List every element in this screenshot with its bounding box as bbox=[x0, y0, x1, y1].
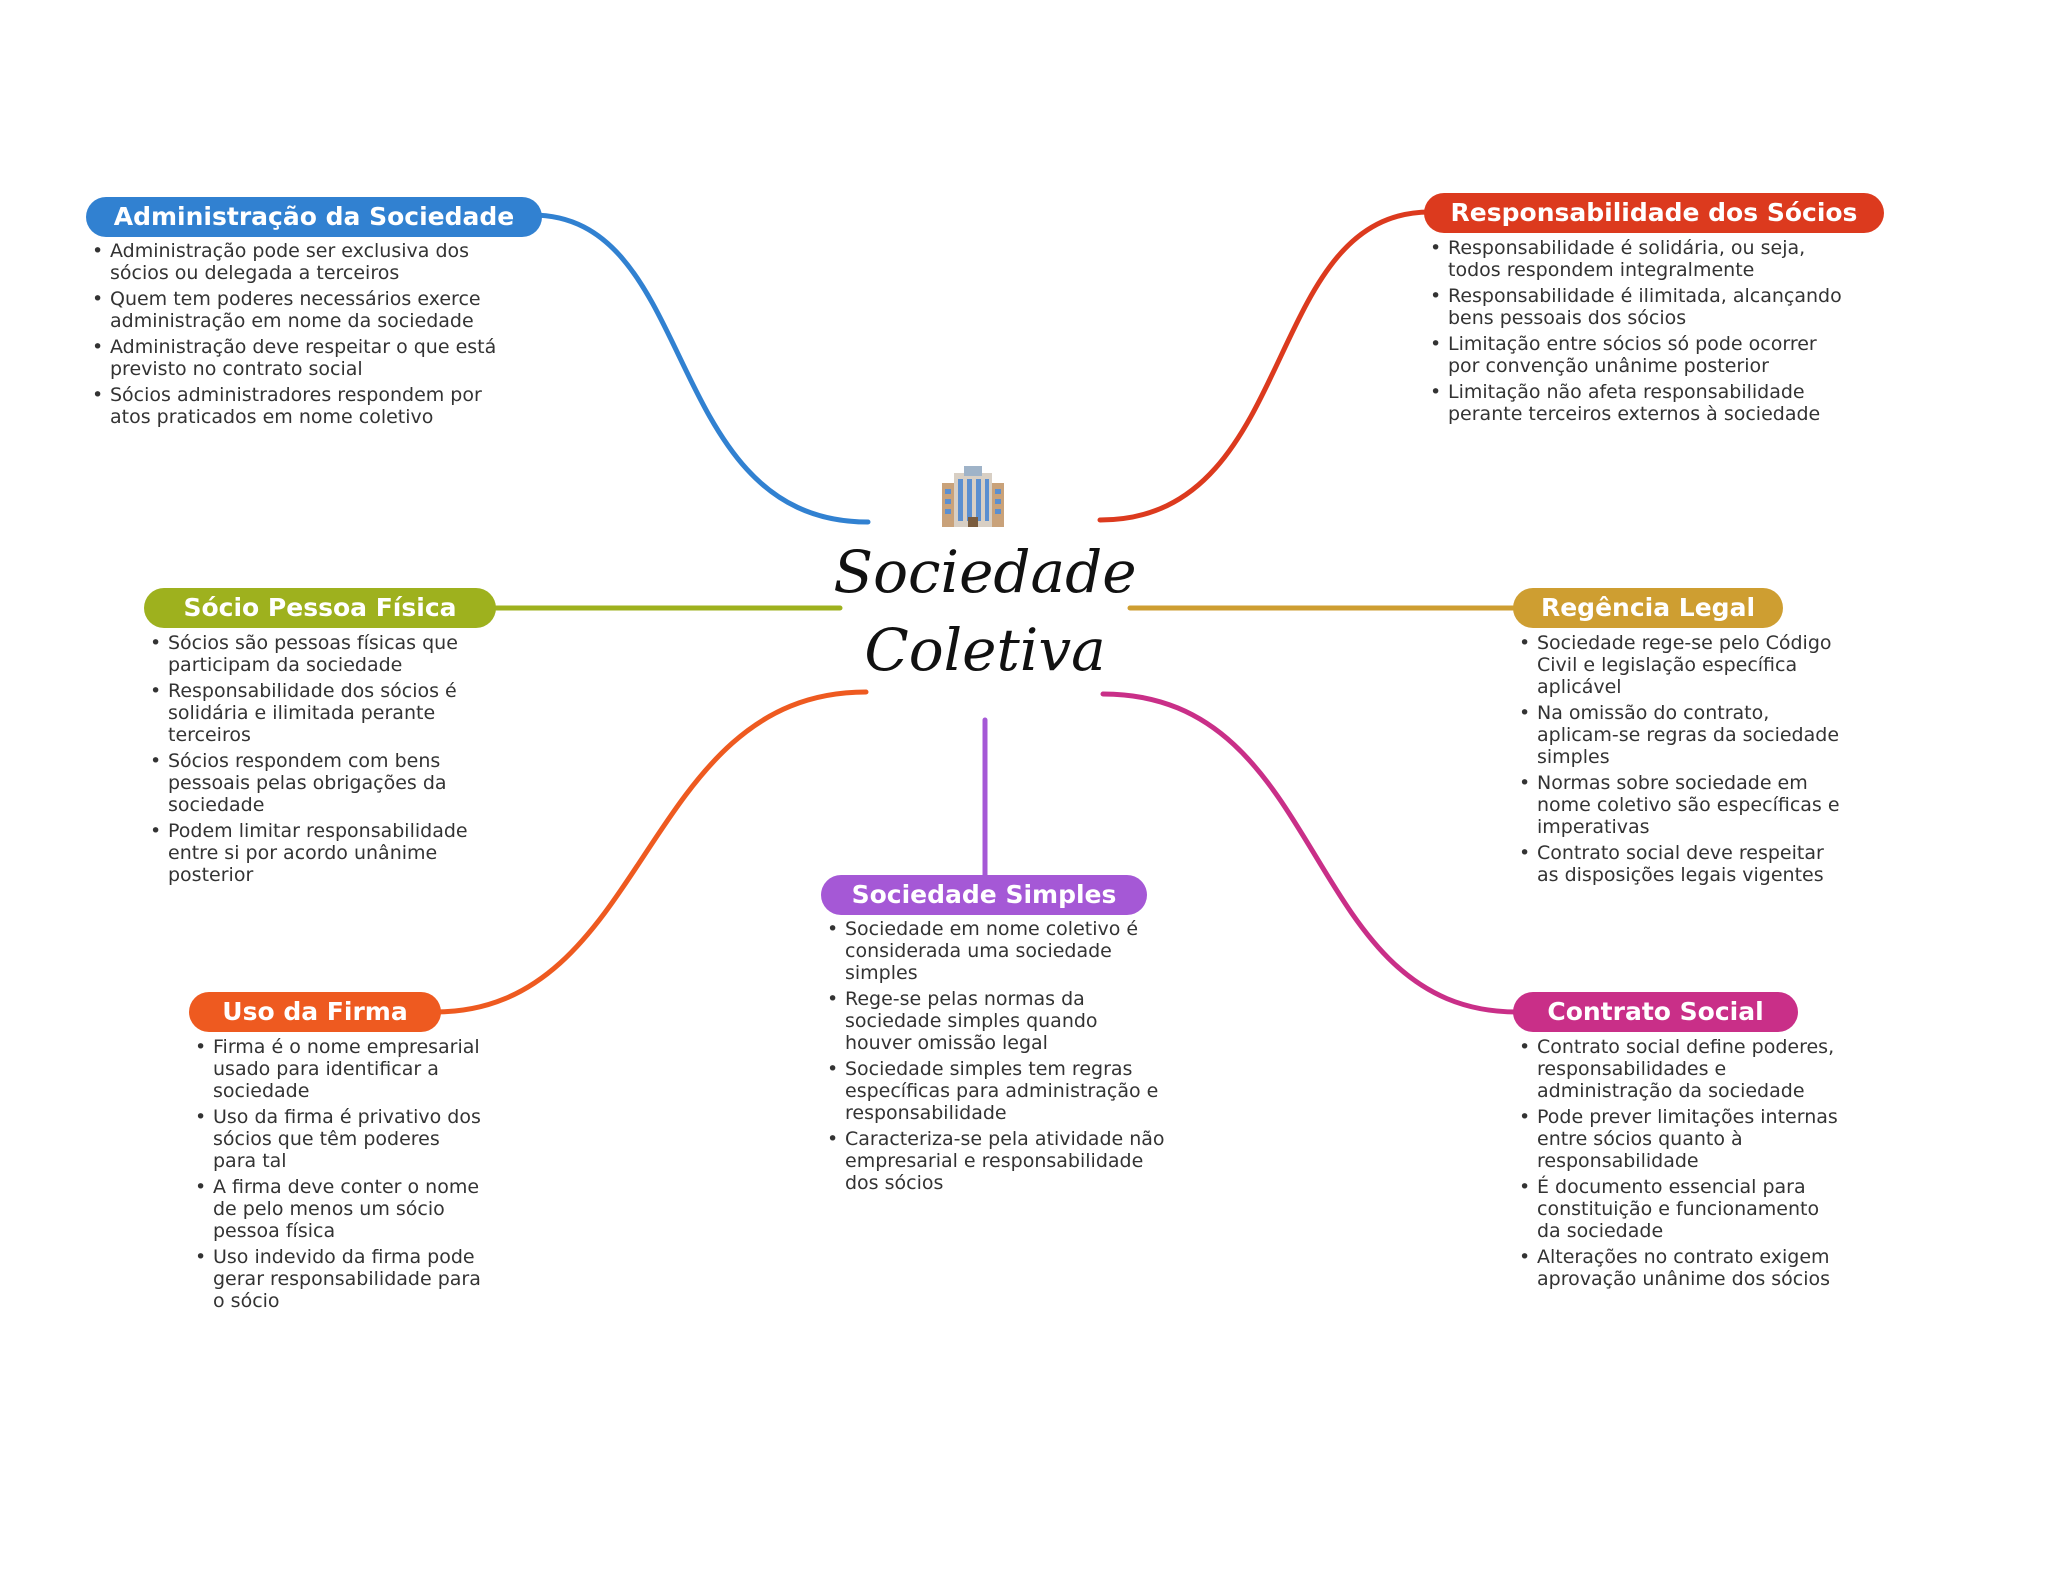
connector-contrato bbox=[1100, 691, 1520, 1015]
connector-uso-firma bbox=[432, 689, 869, 1015]
branch-item: Sócios são pessoas físicas que participa… bbox=[144, 632, 484, 676]
branch-item: É documento essencial para constituição … bbox=[1513, 1176, 1838, 1242]
branch-item: Contrato social define poderes, responsa… bbox=[1513, 1036, 1838, 1102]
branch-item: Contrato social deve respeitar as dispos… bbox=[1513, 842, 1843, 886]
central-topic: Sociedade Coletiva bbox=[790, 465, 1180, 695]
branch-item: Responsabilidade é solidária, ou seja, t… bbox=[1424, 237, 1844, 281]
branch-title-contrato[interactable]: Contrato Social bbox=[1513, 992, 1798, 1032]
branch-item: A firma deve conter o nome de pelo menos… bbox=[189, 1176, 484, 1242]
branch-item: Sócios administradores respondem por ato… bbox=[86, 384, 526, 428]
branch-items-contrato: Contrato social define poderes, responsa… bbox=[1513, 1036, 1838, 1294]
branch-item: Administração deve respeitar o que está … bbox=[86, 336, 526, 380]
branch-item: Responsabilidade dos sócios é solidária … bbox=[144, 680, 484, 746]
branch-item: Pode prever limitações internas entre só… bbox=[1513, 1106, 1838, 1172]
branch-item: Quem tem poderes necessários exerce admi… bbox=[86, 288, 526, 332]
branch-item: Sociedade simples tem regras específicas… bbox=[821, 1058, 1166, 1124]
branch-item: Podem limitar responsabilidade entre si … bbox=[144, 820, 484, 886]
branch-items-uso-firma: Firma é o nome empresarial usado para id… bbox=[189, 1036, 484, 1316]
connector-responsabilidade bbox=[1097, 209, 1433, 523]
branch-title-responsabilidade[interactable]: Responsabilidade dos Sócios bbox=[1424, 193, 1884, 233]
branch-item: Caracteriza-se pela atividade não empres… bbox=[821, 1128, 1166, 1194]
branch-item: Firma é o nome empresarial usado para id… bbox=[189, 1036, 484, 1102]
branch-title-regencia[interactable]: Regência Legal bbox=[1513, 588, 1783, 628]
branch-item: Limitação entre sócios só pode ocorrer p… bbox=[1424, 333, 1844, 377]
office-building-icon bbox=[942, 466, 1004, 527]
branch-item: Limitação não afeta responsabilidade per… bbox=[1424, 381, 1844, 425]
connector-administracao bbox=[529, 212, 871, 525]
branch-title-administracao[interactable]: Administração da Sociedade bbox=[86, 197, 542, 237]
branch-item: Sócios respondem com bens pessoais pelas… bbox=[144, 750, 484, 816]
branch-item: Alterações no contrato exigem aprovação … bbox=[1513, 1246, 1838, 1290]
branch-item: Uso da firma é privativo dos sócios que … bbox=[189, 1106, 484, 1172]
branch-items-regencia: Sociedade rege-se pelo Código Civil e le… bbox=[1513, 632, 1843, 890]
branch-title-uso-firma[interactable]: Uso da Firma bbox=[189, 992, 441, 1032]
branch-items-sociedade-simples: Sociedade em nome coletivo é considerada… bbox=[821, 918, 1166, 1198]
branch-items-socio-pessoa: Sócios são pessoas físicas que participa… bbox=[144, 632, 484, 890]
branch-item: Normas sobre sociedade em nome coletivo … bbox=[1513, 772, 1843, 838]
branch-title-sociedade-simples[interactable]: Sociedade Simples bbox=[821, 875, 1147, 915]
branch-title-socio-pessoa[interactable]: Sócio Pessoa Física bbox=[144, 588, 496, 628]
branch-item: Responsabilidade é ilimitada, alcançando… bbox=[1424, 285, 1844, 329]
branch-item: Rege-se pelas normas da sociedade simple… bbox=[821, 988, 1166, 1054]
central-title: Sociedade Coletiva bbox=[833, 538, 1137, 684]
branch-item: Sociedade em nome coletivo é considerada… bbox=[821, 918, 1166, 984]
branch-item: Sociedade rege-se pelo Código Civil e le… bbox=[1513, 632, 1843, 698]
branch-items-administracao: Administração pode ser exclusiva dos sóc… bbox=[86, 240, 526, 432]
branch-items-responsabilidade: Responsabilidade é solidária, ou seja, t… bbox=[1424, 237, 1844, 429]
branch-item: Uso indevido da firma pode gerar respons… bbox=[189, 1246, 484, 1312]
branch-item: Administração pode ser exclusiva dos sóc… bbox=[86, 240, 526, 284]
branch-item: Na omissão do contrato, aplicam-se regra… bbox=[1513, 702, 1843, 768]
